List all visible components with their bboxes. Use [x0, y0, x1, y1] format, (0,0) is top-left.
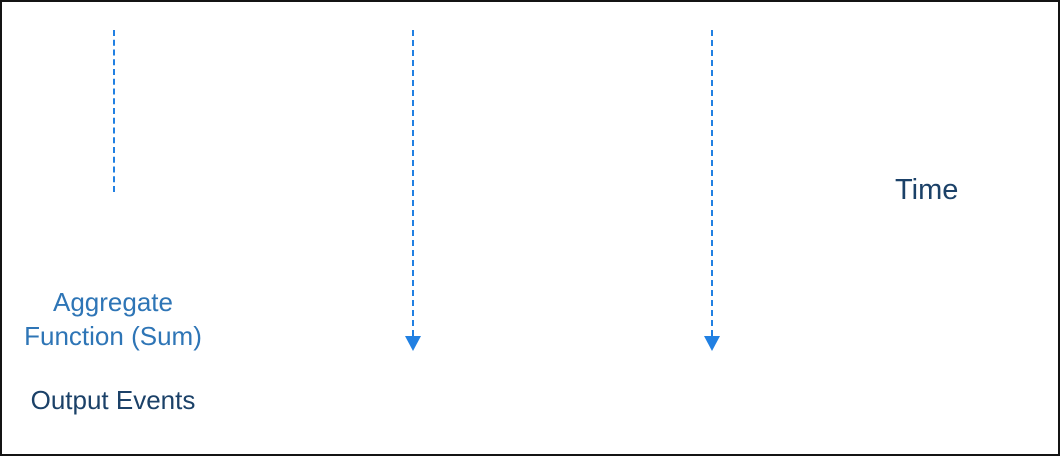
- window-span-1: [119, 42, 408, 69]
- window-boundary-guide-3: [711, 30, 713, 336]
- aggregate-function-label-line1: Aggregate: [53, 287, 173, 317]
- window-boundary-guide-1: [113, 30, 115, 192]
- output-down-arrow-icon: [405, 336, 421, 351]
- output-down-arrow-icon: [704, 336, 720, 351]
- window-boundary-guide-2: [412, 30, 414, 336]
- time-axis-label: Time: [895, 174, 959, 206]
- output-events-label: Output Events: [30, 385, 196, 415]
- aggregate-function-label-line2: Function (Sum): [24, 321, 202, 351]
- aggregate-function-label: Aggregate Function (Sum): [24, 285, 202, 353]
